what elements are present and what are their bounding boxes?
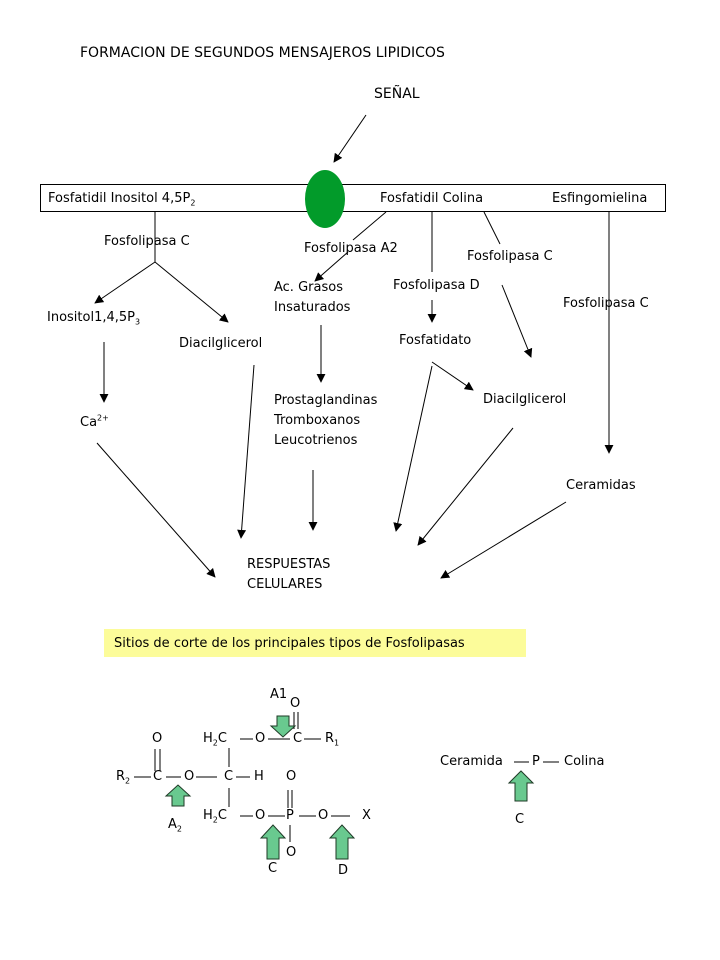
a1-label: A1 [270, 687, 288, 702]
ceramides-label: Ceramidas [566, 478, 636, 493]
phosphatidate-label: Fosfatidato [399, 333, 472, 348]
arrow-to-dag-left [154, 261, 229, 323]
a1-cut-arrow [269, 715, 297, 738]
signal-arrow [333, 114, 367, 163]
h2c-top: H2C [203, 731, 227, 748]
sphingo-cut-arrow [507, 770, 535, 802]
carbonyl-o-top: O [290, 696, 301, 711]
cellular-responses-label: RESPUESTAS CELULARES [247, 557, 331, 592]
h2c-bottom: H2C [203, 808, 227, 825]
c-cut-arrow [259, 824, 287, 860]
pla2-label: Fosfolipasa A2 [304, 241, 398, 256]
fatty-acids-label: Ac. Grasos Insaturados [274, 280, 351, 315]
c-site-label: C [268, 861, 278, 876]
arrow-ca-to-responses [96, 442, 216, 578]
choline-label: Colina [564, 754, 605, 769]
pld-label: Fosfolipasa D [393, 278, 480, 293]
ester-oxygen-top: O [255, 731, 266, 746]
sphingo-phosphorus: P [532, 754, 540, 769]
sphingo-c-site-label: C [515, 812, 525, 827]
arrow-phosphatidate-to-dag [431, 361, 474, 391]
phosphate-oxygen-left: O [255, 808, 266, 823]
calcium-label: Ca2+ [80, 413, 109, 430]
plc-middle-line [483, 211, 501, 245]
phosphate-o-top: O [286, 769, 297, 784]
arrow-to-ip3 [94, 261, 156, 304]
arrow-phosphatidate-to-responses [393, 365, 433, 532]
eicosanoids-label: Prostaglandinas Tromboxanos Leucotrienos [274, 393, 378, 448]
dag-left-label: Diacilglicerol [179, 336, 263, 351]
pip2-label: Fosfatidil Inositol 4,5P2 [48, 191, 196, 208]
plc-left-label: Fosfolipasa C [104, 234, 190, 249]
sphingomyelin-label: Esfingomielina [552, 191, 648, 206]
d-site-label: D [338, 863, 349, 878]
x-group: X [362, 808, 371, 823]
ceramide-label: Ceramida [440, 754, 503, 769]
arrow-to-fatty-acids [314, 251, 349, 282]
r1-group: R1 [325, 731, 340, 748]
ester-carbon-left: C [153, 769, 163, 784]
glycerol-carbon-mid: C [224, 769, 234, 784]
a2-cut-arrow [164, 784, 192, 807]
arrow-ceramides-to-responses [440, 501, 567, 579]
phosphatidylcholine-label: Fosfatidil Colina [380, 191, 484, 206]
hydrogen-mid: H [254, 769, 264, 784]
diagram-title: FORMACION DE SEGUNDOS MENSAJEROS LIPIDIC… [80, 45, 445, 61]
ip3-label: Inositol1,4,5P3 [47, 310, 141, 327]
receptor-channel [305, 170, 345, 228]
r2-group: R2 [116, 769, 131, 786]
pla2-line [352, 211, 387, 241]
a2-label: A2 [168, 817, 182, 834]
plc-middle-label: Fosfolipasa C [467, 249, 553, 264]
ester-oxygen-left: O [184, 769, 195, 784]
d-cut-arrow [328, 824, 356, 860]
arrow-dag-left-to-responses [237, 364, 255, 539]
dag-right-label: Diacilglicerol [483, 392, 567, 407]
ester-carbon-top: C [293, 731, 303, 746]
cleavage-sites-title: Sitios de corte de los principales tipos… [114, 636, 465, 651]
cleavage-sites-banner [104, 629, 526, 657]
carbonyl-o-left: O [152, 731, 163, 746]
arrow-dag-right-to-responses [417, 427, 514, 546]
signal-label: SEÑAL [374, 86, 420, 102]
phosphorus: P [286, 808, 294, 823]
cell-membrane [40, 184, 666, 212]
plc-right-label: Fosfolipasa C [563, 296, 649, 311]
arrow-to-dag-right [501, 284, 533, 358]
phosphate-o-bottom: O [286, 845, 297, 860]
phosphate-oxygen-bridge: O [318, 808, 329, 823]
